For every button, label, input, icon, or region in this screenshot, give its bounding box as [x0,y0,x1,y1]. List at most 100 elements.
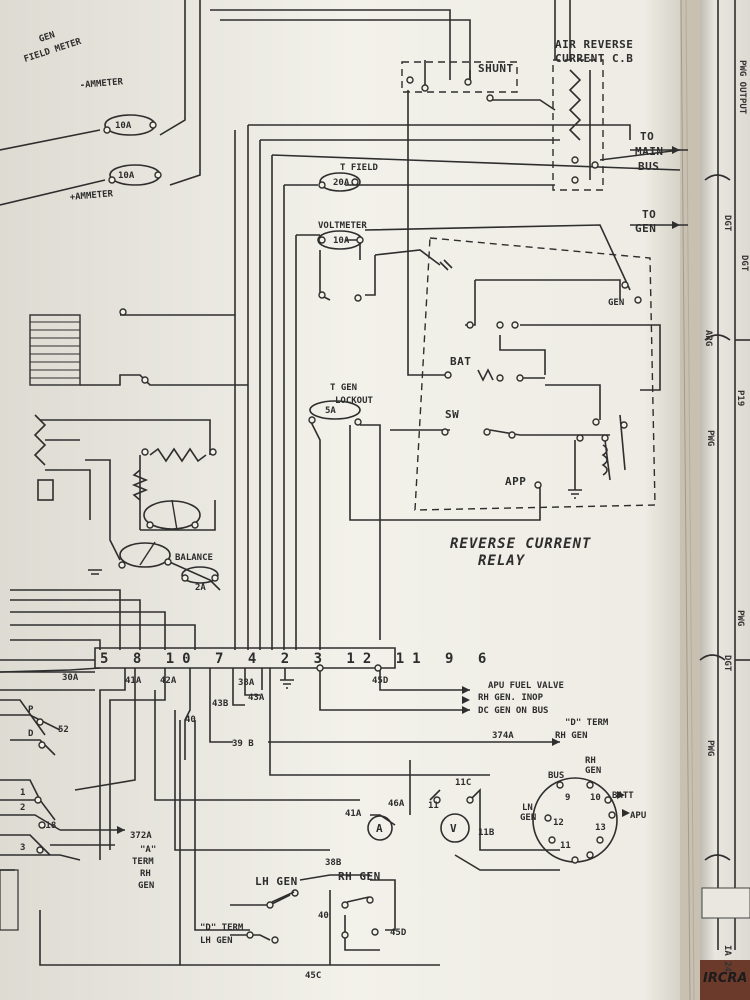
dashed-enclosures [401,59,656,511]
d-term-label: "D" TERM [565,718,609,728]
d-term-lh-1: "D" TERM [200,923,244,933]
wire-42a: 42A [160,676,177,686]
pwg-label-3: PWG [705,740,715,756]
pwg-output-label: PWG OUTPUT [737,60,747,115]
wire-30a: 30A [62,673,79,683]
gen-contact-label: GEN [608,298,624,308]
left-3: 3 [20,843,25,853]
next-page-labels: PWG OUTPUT DGT DGT PWG P19 ARG PWG DGT P… [703,60,749,756]
ammeter-plus-label: +AMMETER [69,189,114,203]
sel-11: 11 [560,841,571,851]
apu-label: APU [630,811,646,821]
next-page [700,0,750,1000]
apu-fuel-valve: APU FUEL VALVE [488,681,564,691]
t-field-label: T FIELD [340,163,379,173]
wire-374a: 374A [492,731,514,741]
ammeter-plus-fuse: 10A [118,171,135,181]
ln-gen-2: GEN [520,813,536,823]
wire-45d: 45D [372,676,389,686]
arrows [117,146,680,834]
d-term-lh-2: LH GEN [200,936,233,946]
pwg-label-2: PWG [735,610,745,626]
wire-39b: 39 B [232,739,254,749]
left-118: 118 [40,821,56,831]
dgt-label-2: DGT [739,255,749,272]
current-cb-label: CURRENT C.B [555,52,633,65]
labels: GEN FIELD METER -AMMETER 10A 10A +AMMETE… [20,30,747,986]
gen-lockout-label-2: LOCKOUT [335,396,374,406]
wire-40-sw: 40 [318,911,329,921]
sel-12: 12 [553,818,564,828]
pwg-label-1: PWG [705,430,715,446]
to-gen-2: GEN [635,222,656,235]
wire-45c: 45C [305,971,321,981]
wire-45d-sw: 45D [390,928,407,938]
voltmeter-fuse: 10A [333,236,350,246]
to-main-bus-2: MAIN [635,145,664,158]
a-term-4: GEN [138,881,154,891]
components [29,69,642,944]
sheet-ref: IA 24 [722,945,732,973]
balance-label: BALANCE [175,553,213,563]
ln-gen-1: LN [522,803,533,813]
balance-fuse: 2A [195,583,206,593]
voltmeter-v: V [450,822,457,835]
wire-38a: 38A [238,678,255,688]
wire-40: 40 [185,715,196,725]
p19-label: P19 [735,390,745,406]
bat-label: BAT [450,355,471,368]
gen-label: GEN [38,30,57,45]
app-label: APP [505,475,526,488]
rh-gen-label: RH GEN [555,731,588,741]
wire-372a: 372A [130,831,152,841]
wire-43a: 43A [248,693,265,703]
to-main-bus-1: TO [640,130,654,143]
air-reverse-label: AIR REVERSE [555,38,633,51]
page-edges [680,0,702,1000]
gen-lockout-label-1: T GEN [330,383,357,393]
shunt-label: SHUNT [478,62,514,75]
to-main-bus-3: BUS [638,160,659,173]
t-field-fuse: 20A [333,178,350,188]
left-wire-fan [0,699,81,931]
batt-label: BATT [612,791,634,801]
relay-label: RELAY [478,553,526,569]
sel-10: 10 [590,793,601,803]
ammeter-a: A [376,822,383,835]
wiring [0,0,688,966]
voltmeter-label: VOLTMETER [318,221,367,231]
a-term-1: "A" [140,845,156,855]
ammeter-minus-label: -AMMETER [79,77,124,91]
a-term-3: RH [140,869,151,879]
ammeter-minus-fuse: 10A [115,121,132,131]
rh-gen-inop: RH GEN. INOP [478,693,544,703]
rh-gen-sw-label: RH GEN [338,870,381,883]
left-2: 2 [20,803,25,813]
left-52: 52 [58,725,69,735]
arg-label: ARG [703,330,713,346]
bus-label: BUS [548,771,564,781]
lh-gen-label: LH GEN [255,875,298,888]
brand-text: IRCRA [703,971,747,986]
wire-41a: 41A [125,676,142,686]
sel-13: 13 [595,823,606,833]
sw-label: SW [445,408,459,421]
wire-41a-meter: 41A [345,809,362,819]
wire-46a: 46A [388,799,405,809]
left-p: P [28,705,34,715]
sel-9: 9 [565,793,570,803]
to-gen-1: TO [642,208,656,221]
wire-11: 11 [428,801,439,811]
left-1: 1 [20,788,25,798]
dc-gen-on-bus: DC GEN ON BUS [478,706,548,716]
rh-gen-sel-1: RH [585,756,596,766]
dgt-label-1: DGT [722,215,732,232]
wire-11b: 11B [478,828,495,838]
wire-38b: 38B [325,858,342,868]
reverse-current-label: REVERSE CURRENT [450,536,591,552]
wire-43b: 43B [212,699,229,709]
left-d: D [28,729,34,739]
a-term-2: TERM [132,857,154,867]
